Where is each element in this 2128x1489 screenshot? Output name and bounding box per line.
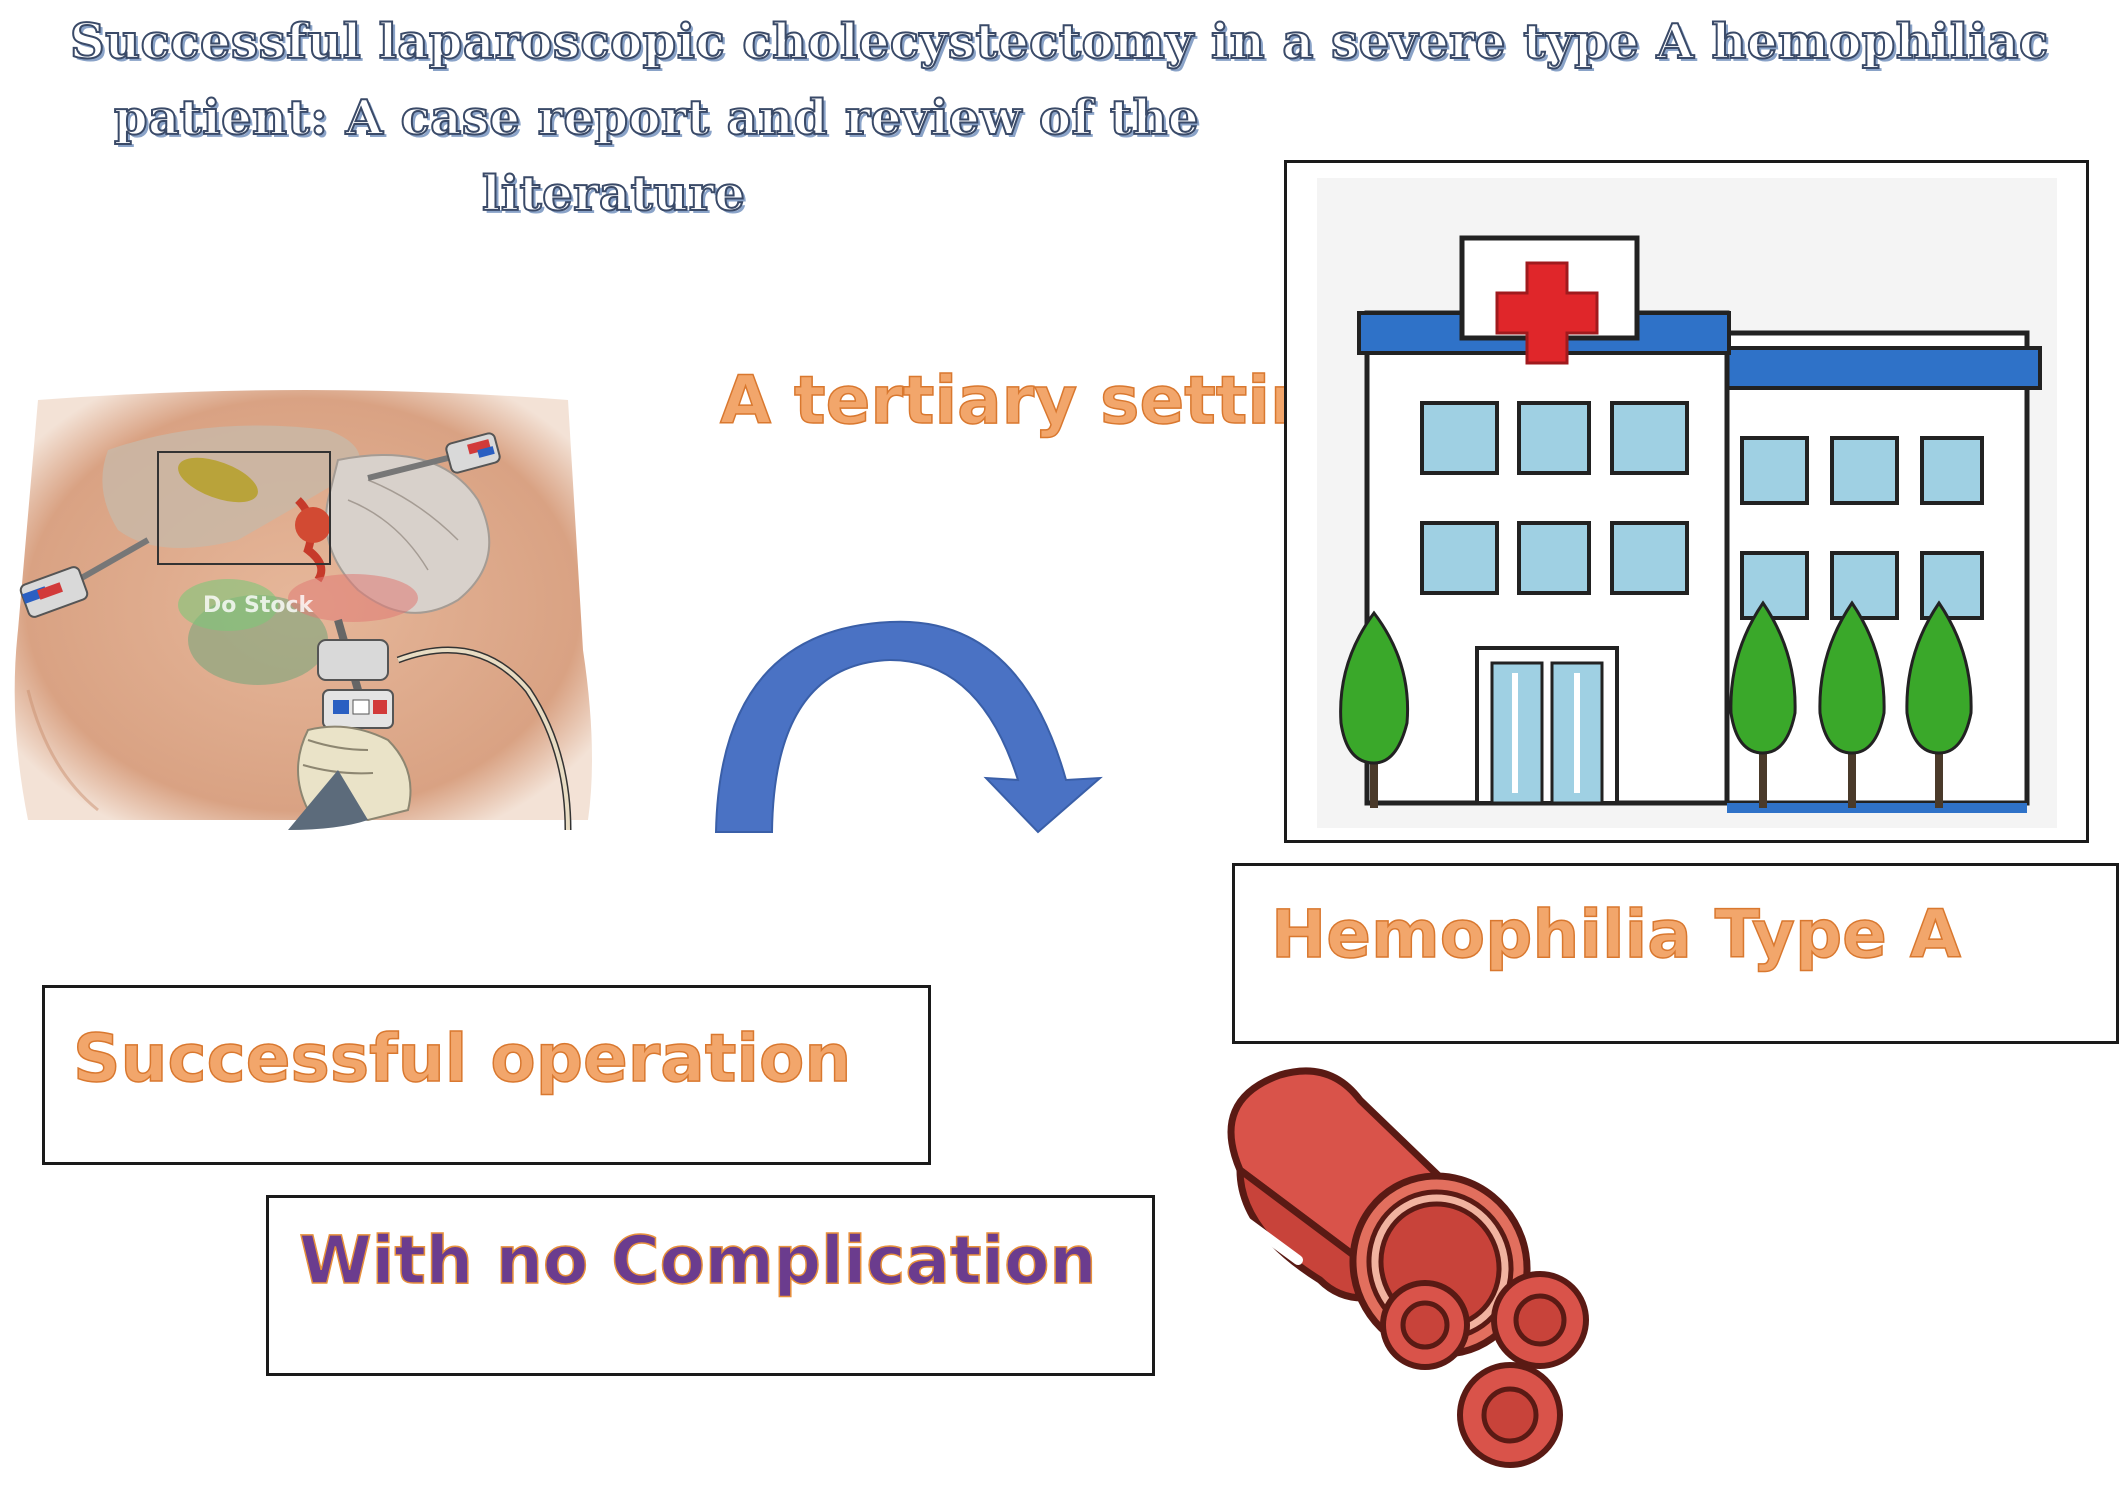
red-cross-icon (1495, 261, 1599, 365)
curved-arrow-icon (714, 620, 1103, 834)
blood-cells (1380, 1271, 1589, 1468)
hospital-icon (1317, 178, 2057, 828)
tertiary-setting-label: A tertiary setting (719, 361, 1365, 440)
hemophilia-label: Hemophilia Type A (1270, 895, 1962, 974)
trocar-top (367, 432, 501, 481)
no-complication-label: With no Complication (298, 1221, 1097, 1300)
trocar-left (19, 537, 150, 618)
watermark-text: Do Stock (203, 593, 315, 618)
gallbladder-shape (178, 457, 258, 503)
laparoscope (317, 618, 572, 830)
no-complication-box: With no Complication (266, 1195, 1155, 1376)
tree-icons (1339, 600, 1973, 808)
hemophilia-box: Hemophilia Type A (1232, 863, 2119, 1044)
title-line-1: Successful laparoscopic cholecystectomy … (69, 13, 2049, 71)
title-line-2: patient: A case report and review of the (113, 89, 1200, 147)
surgery-illustration: Do Stock (14, 390, 592, 830)
hospital-frame (1284, 160, 2089, 843)
successful-operation-label: Successful operation (72, 1019, 852, 1098)
blood-vessel-icon (1225, 1067, 1589, 1468)
successful-operation-box: Successful operation (42, 985, 931, 1165)
title-line-3: literature (481, 165, 746, 223)
